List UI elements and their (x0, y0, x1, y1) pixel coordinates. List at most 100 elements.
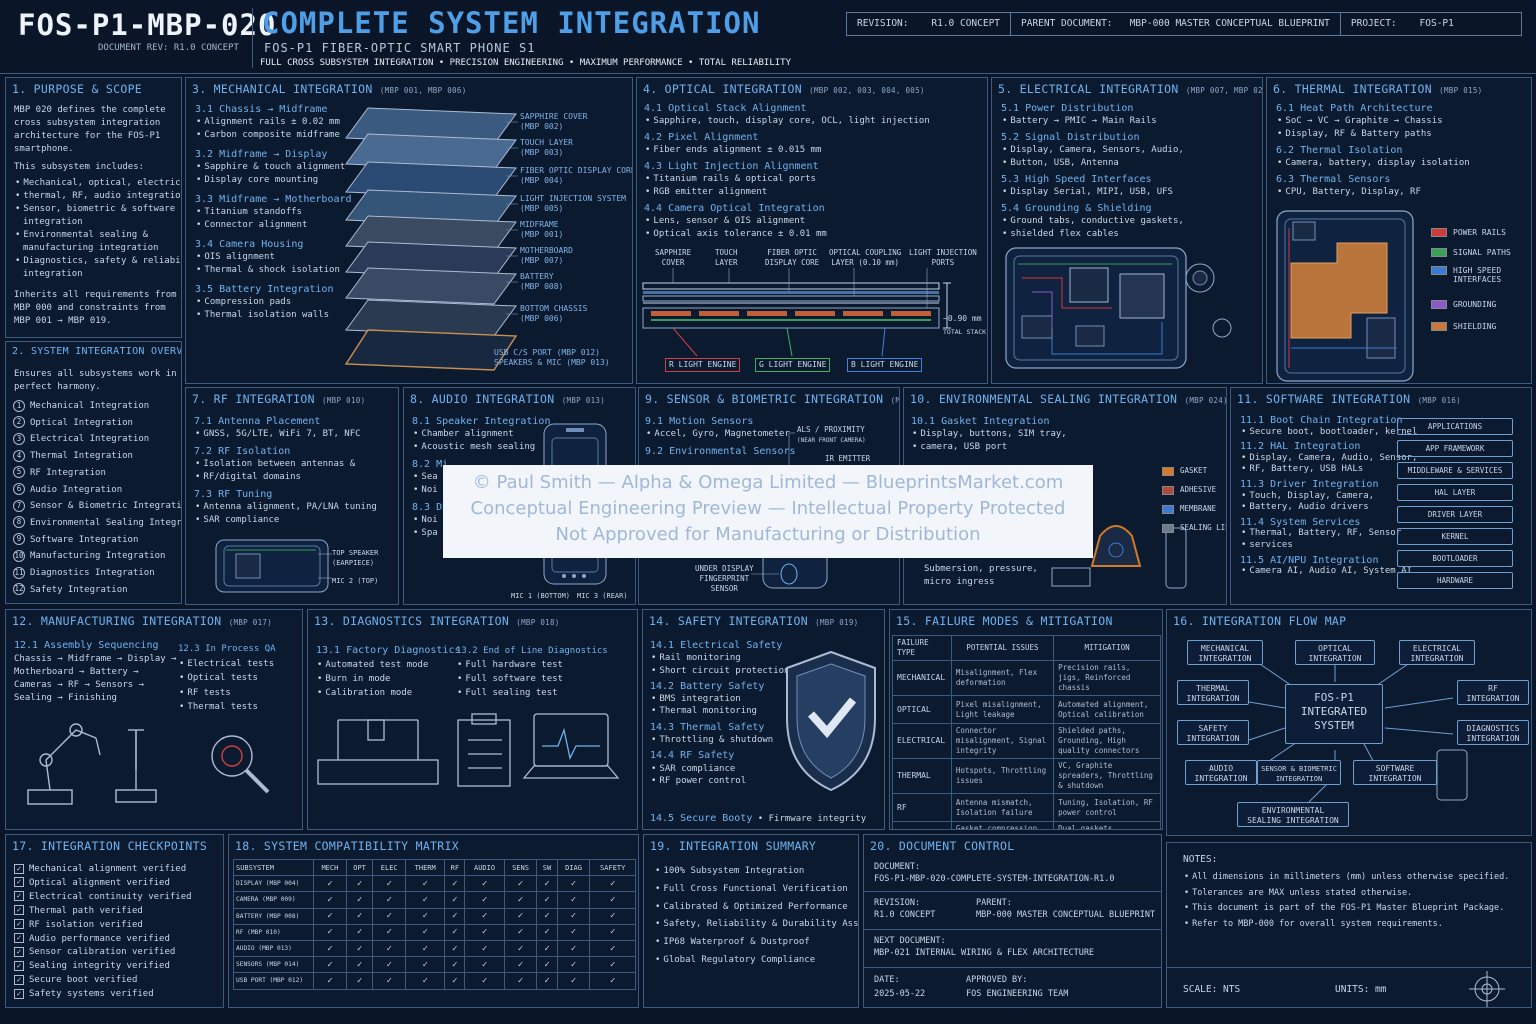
subsection-heading: 7.2 RF Isolation (194, 446, 291, 457)
robot-arm-icon (27, 723, 270, 805)
overview-item-label: Manufacturing Integration (30, 551, 166, 562)
check-mark: ✓ (405, 875, 446, 893)
mic3-callout: MIC 3 (REAR) (577, 592, 628, 600)
table-cell: Dual gaskets, Adhesives, Pressure membra… (1053, 821, 1161, 829)
overview-item-label: RF Integration (30, 467, 106, 478)
bullet-item: Display, Camera, Sensors, Audio, (1001, 144, 1183, 157)
bullet-item: SoC → VC → Graphite → Chassis (1276, 115, 1470, 128)
stack-dimension-note: TOTAL STACK (943, 328, 987, 336)
subsection-heading: 8.1 Speaker Integration (412, 416, 551, 427)
bullet-item: Alignment rails ± 0.02 mm (195, 116, 352, 129)
subsection-heading: 5.1 Power Distribution (1001, 103, 1134, 114)
bullet-item: camera, USB port (911, 441, 1067, 454)
subsection-heading: 14.1 Electrical Safety (650, 640, 783, 651)
panel-manufacturing: 12. MANUFACTURING INTEGRATION (MBP 017) … (5, 609, 303, 830)
panel-rf: 7. RF INTEGRATION (MBP 010) 7.1 Antenna … (185, 387, 399, 605)
in-process-qa: 12.3 In Process QA Electrical testsOptic… (178, 642, 276, 715)
check-mark: ✓ (464, 956, 505, 974)
table-row: BATTERY (MBP 008)✓✓✓✓✓✓✓✓✓✓ (233, 907, 636, 925)
check-mark: ✓ (405, 972, 446, 990)
table-header-cell: MITIGATION (1053, 635, 1161, 661)
table-header-cell: SW (536, 858, 558, 877)
divider (864, 891, 1161, 892)
document-revision: DOCUMENT REV: R1.0 CONCEPT (98, 43, 239, 53)
table-header-cell: THERM (405, 858, 446, 877)
doc-control-revision: REVISION:R1.0 CONCEPT (874, 898, 936, 920)
bullet-item: Thermal isolation walls (195, 309, 352, 322)
top-speaker-callout: TOP SPEAKER(EARPIECE) (332, 549, 379, 567)
legend-item: ADHESIVE (1162, 485, 1216, 495)
subsection-heading: 4.3 Light Injection Alignment (644, 161, 819, 172)
panel-title: 17. INTEGRATION CHECKPOINTS (12, 839, 208, 853)
check-mark: ✓ (405, 956, 446, 974)
bullet-item: Titanium rails & optical ports (644, 173, 930, 186)
legend-swatch (1431, 300, 1447, 309)
layer-callout: USB C/S PORT (MBP 012)SPEAKERS & MIC (MB… (494, 348, 610, 367)
bullet-item: Short circuit protection (650, 665, 789, 677)
checkbox-icon: ✓ (14, 891, 24, 902)
bullet-item: Isolation between antennas & (194, 458, 377, 471)
checkbox-icon: ✓ (14, 974, 24, 985)
table-cell: Misalignment, Flex deformation (950, 660, 1055, 696)
panel-title: 15. FAILURE MODES & MITIGATION (896, 614, 1113, 628)
title-block: FOS-P1-MBP-020 DOCUMENT REV: R1.0 CONCEP… (0, 0, 1536, 74)
table-cell: SENSORS (MBP 014) (233, 956, 314, 974)
note-item: Refer to MBP-000 for overall system requ… (1183, 917, 1509, 933)
subsection-heading: 7.1 Antenna Placement (194, 416, 321, 427)
checkbox-icon: ✓ (14, 960, 24, 971)
number-badge: 7 (13, 499, 25, 512)
check-mark: ✓ (372, 875, 407, 893)
legend-item: GROUNDING (1431, 300, 1496, 309)
check-mark: ✓ (372, 972, 407, 990)
subsection-heading: 3.3 Midframe → Motherboard (195, 194, 352, 205)
revision-label: REVISION: (857, 18, 909, 29)
checkpoint-item: ✓Optical alignment verified (14, 877, 192, 891)
subsection-heading: 4.1 Optical Stack Alignment (644, 103, 807, 114)
summary-item: Global Regulatory Compliance (654, 952, 858, 970)
check-mark: ✓ (556, 891, 591, 909)
pcb-diagram (1005, 247, 1232, 369)
bullet-item: Spa (412, 527, 550, 540)
bullet-item: Rail monitoring (650, 652, 789, 664)
g-light-engine: G LIGHT ENGINE (755, 358, 831, 372)
panel-title: 16. INTEGRATION FLOW MAP (1173, 614, 1347, 628)
table-header-cell: DIAG (556, 858, 591, 877)
check-mark: ✓ (503, 891, 538, 909)
divider (864, 967, 1161, 968)
subsection-heading: 11.4 System Services (1240, 516, 1361, 528)
subsection-heading: 5.2 Signal Distribution (1001, 132, 1140, 143)
checkpoint-item: ✓Thermal path verified (14, 905, 192, 919)
doc-control-date: DATE:2025-05-22 (874, 975, 926, 999)
table-row: CAMERA (MBP 009)✓✓✓✓✓✓✓✓✓✓ (233, 891, 636, 909)
bullet-item: Display, buttons, SIM tray, (911, 428, 1066, 441)
panel-title: 1. PURPOSE & SCOPE (12, 82, 143, 96)
notes-title: NOTES: (1183, 854, 1218, 865)
check-mark: ✓ (503, 923, 538, 941)
overview-item-label: Software Integration (30, 534, 139, 545)
check-mark: ✓ (444, 907, 466, 925)
bullet-item: Display, RF & Battery paths (1276, 128, 1470, 141)
check-mark: ✓ (372, 956, 407, 974)
sealing-tail: Submersion, pressure,micro ingress (924, 564, 1038, 587)
overview-item-label: Mechanical Integration (30, 401, 150, 411)
bottom-chassis-shape (344, 329, 518, 371)
bullet-item: RGB emitter alignment (644, 186, 930, 199)
check-mark: ✓ (503, 972, 538, 990)
check-mark: ✓ (556, 923, 591, 941)
table-cell: DISPLAY (MBP 004) (233, 875, 314, 893)
software-stack-layer: HAL LAYER (1397, 484, 1513, 501)
bullet-item: RF/digital domains (194, 471, 377, 484)
bullet-item: Antenna alignment, PA/LNA tuning (194, 501, 376, 514)
doc-control-approved: APPROVED BY:FOS ENGINEERING TEAM (966, 975, 1069, 999)
subsection-heading: 7.3 RF Tuning (194, 489, 273, 500)
bullet-item: Connector alignment (195, 219, 352, 232)
